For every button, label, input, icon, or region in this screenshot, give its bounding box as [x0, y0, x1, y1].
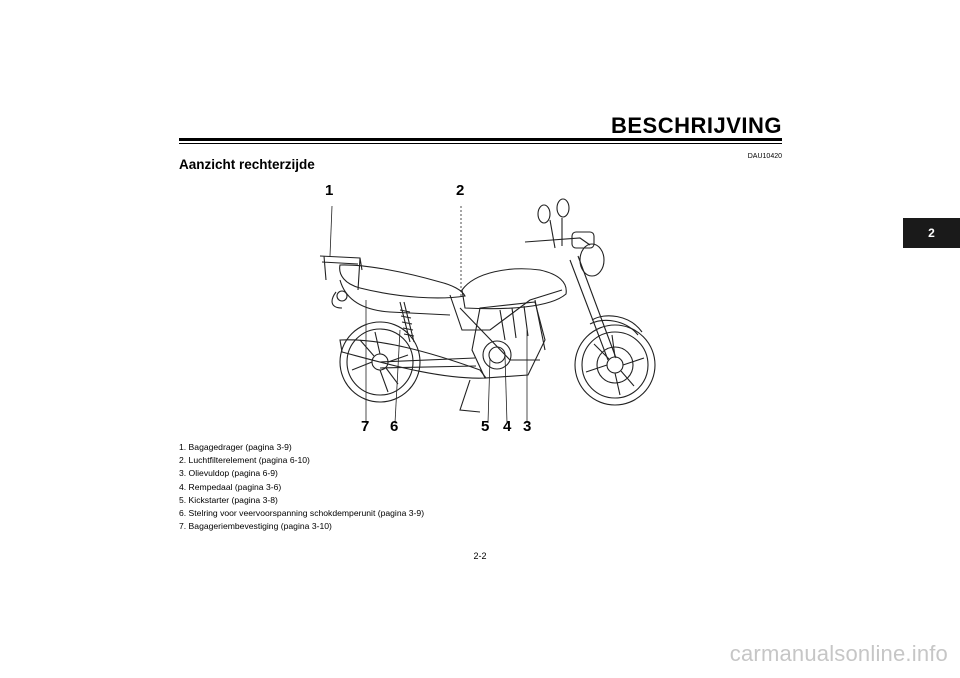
page-number: 2-2	[473, 551, 487, 561]
callout-7: 7	[361, 418, 370, 435]
watermark: carmanualsonline.info	[729, 641, 948, 666]
header-rule-thick	[179, 138, 782, 141]
chapter-tab: 2	[903, 218, 960, 248]
callout-5: 5	[481, 418, 490, 435]
chapter-title: BESCHRIJVING	[610, 113, 782, 138]
legend-item: 6. Stelring voor veervoorspanning schokd…	[179, 508, 425, 519]
front-wheel	[574, 324, 656, 406]
engine	[471, 301, 546, 379]
legend-item: 2. Luchtfilterelement (pagina 6-10)	[179, 455, 310, 466]
callout-6: 6	[390, 418, 399, 435]
callout-3: 3	[523, 418, 532, 435]
section-title: Aanzicht rechterzijde	[179, 157, 315, 172]
swing-arm	[379, 357, 477, 369]
doc-code: DAU10420	[747, 153, 782, 160]
legend-item: 3. Olievuldop (pagina 6-9)	[179, 468, 278, 479]
legend-item: 1. Bagagedrager (pagina 3-9)	[179, 442, 292, 452]
parts-legend: 1. Bagagedrager (pagina 3-9) 2. Luchtfil…	[179, 441, 424, 533]
legend-item: 5. Kickstarter (pagina 3-8)	[179, 494, 278, 505]
callout-1: 1	[325, 182, 334, 199]
headlight-and-mirrors	[524, 198, 605, 277]
header-rule-thin	[179, 143, 782, 144]
luggage-rack	[319, 255, 363, 291]
leader-lines	[329, 205, 528, 424]
seat	[339, 264, 466, 299]
legend-item: 4. Rempedaal (pagina 3-6)	[179, 481, 282, 492]
rear-shock	[399, 301, 415, 343]
exhaust	[339, 339, 488, 379]
rear-wheel	[339, 321, 421, 403]
side-stand	[459, 379, 481, 413]
fuel-tank	[461, 268, 567, 310]
callout-4: 4	[503, 418, 512, 435]
callout-2: 2	[456, 182, 465, 199]
motorcycle-illustration	[319, 198, 656, 424]
tail-light	[336, 290, 348, 302]
front-fork	[569, 255, 643, 361]
frame	[449, 289, 563, 361]
tail-section	[331, 279, 451, 316]
legend-item: 7. Bagageriembevestiging (pagina 3-10)	[179, 521, 332, 532]
